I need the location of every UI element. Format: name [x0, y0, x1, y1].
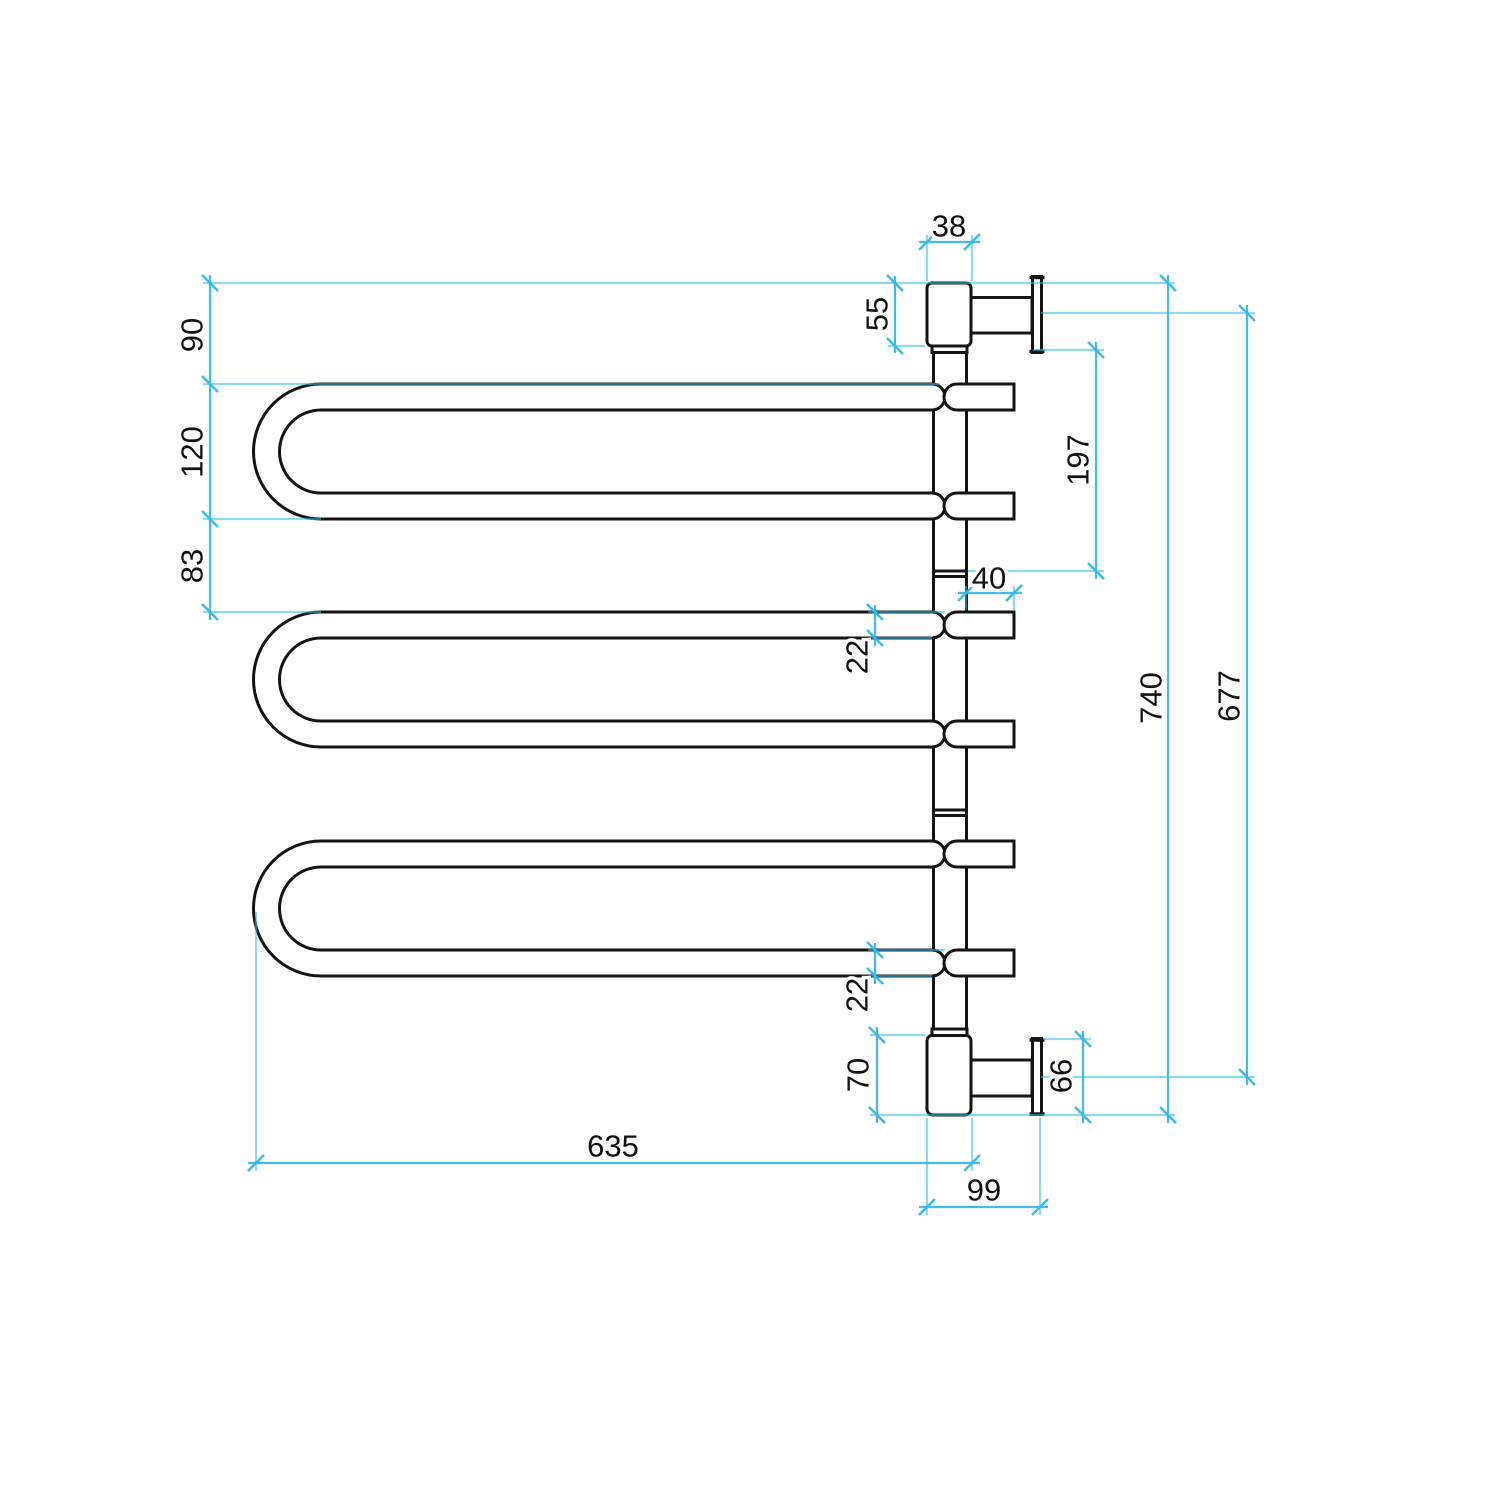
bottom-mount-block [925, 1033, 973, 1117]
top-wall-mount [925, 275, 1045, 354]
towel-loop-middle [252, 610, 947, 749]
bar-end-stub [942, 610, 1016, 640]
dimension-label: 83 [175, 549, 210, 583]
dimension-label: 677 [1212, 670, 1247, 722]
dimension-tick [1087, 341, 1105, 359]
dimension-tick [868, 1026, 886, 1044]
dimension-tick [1159, 274, 1177, 292]
dimension-label: 22 [840, 978, 875, 1012]
dimension-tick [963, 233, 981, 251]
bottom-mount-collar [930, 1027, 969, 1037]
dimension-label: 197 [1061, 434, 1096, 486]
towel-loop-bottom [252, 839, 947, 978]
dimension-tick [866, 603, 884, 621]
dimension-annotations: 38 55 90 120 83 197 40 22 740 677 22 70 66 635 99 [171, 205, 1256, 1216]
dimension-tick [918, 233, 936, 251]
top-mount-collar [930, 344, 969, 354]
dimension-tick [868, 1106, 886, 1124]
dimension-label: 22 [840, 640, 875, 674]
dimension-tick [1238, 304, 1256, 322]
towel-loop-top [252, 382, 947, 521]
dimension-tick [1159, 1106, 1177, 1124]
dimension-tick [918, 1198, 936, 1216]
dimension-tick [1031, 1198, 1049, 1216]
dimension-tick [866, 629, 884, 647]
top-mount-pipe [967, 296, 1034, 335]
bar-end-stub [942, 839, 1016, 869]
bar-end-stub [942, 948, 1016, 978]
dimension-label: 635 [587, 1129, 639, 1164]
dimension-label: 90 [175, 318, 210, 352]
dimension-tick [1087, 562, 1105, 580]
top-wall-flange [1031, 275, 1043, 354]
bar-end-stub [942, 491, 1016, 521]
dimension-label: 66 [1044, 1059, 1079, 1093]
dimension-label: 99 [967, 1173, 1001, 1208]
dimension-tick [1074, 1106, 1092, 1124]
dimension-label: 38 [932, 209, 966, 244]
dimension-tick [963, 1154, 981, 1172]
dimension-tick [201, 274, 219, 292]
bottom-wall-mount [925, 1027, 1045, 1117]
bar-end-stub [942, 719, 1016, 749]
dimension-tick [1238, 1068, 1256, 1086]
dimension-label: 55 [860, 297, 895, 331]
dimension-tick [886, 337, 904, 355]
dimension-tick [886, 274, 904, 292]
bar-end-stub [942, 382, 1016, 412]
dimension-label: 70 [841, 1058, 876, 1092]
dimension-tick [866, 967, 884, 985]
product-geometry [252, 275, 1045, 1117]
dimension-tick [957, 584, 975, 602]
dimension-tick [247, 1154, 265, 1172]
dimension-tick [201, 375, 219, 393]
bottom-wall-flange [1031, 1037, 1043, 1116]
bottom-mount-pipe [967, 1058, 1034, 1098]
top-mount-block [925, 281, 973, 348]
dimension-label: 120 [175, 426, 210, 478]
vertical-rail [932, 352, 968, 1029]
dimension-tick [201, 510, 219, 528]
dimension-label: 40 [972, 561, 1006, 596]
dimension-tick [201, 603, 219, 621]
dimension-tick [1074, 1030, 1092, 1048]
dimension-tick [866, 941, 884, 959]
dimension-tick [1005, 584, 1023, 602]
dimension-label: 740 [1134, 672, 1169, 724]
